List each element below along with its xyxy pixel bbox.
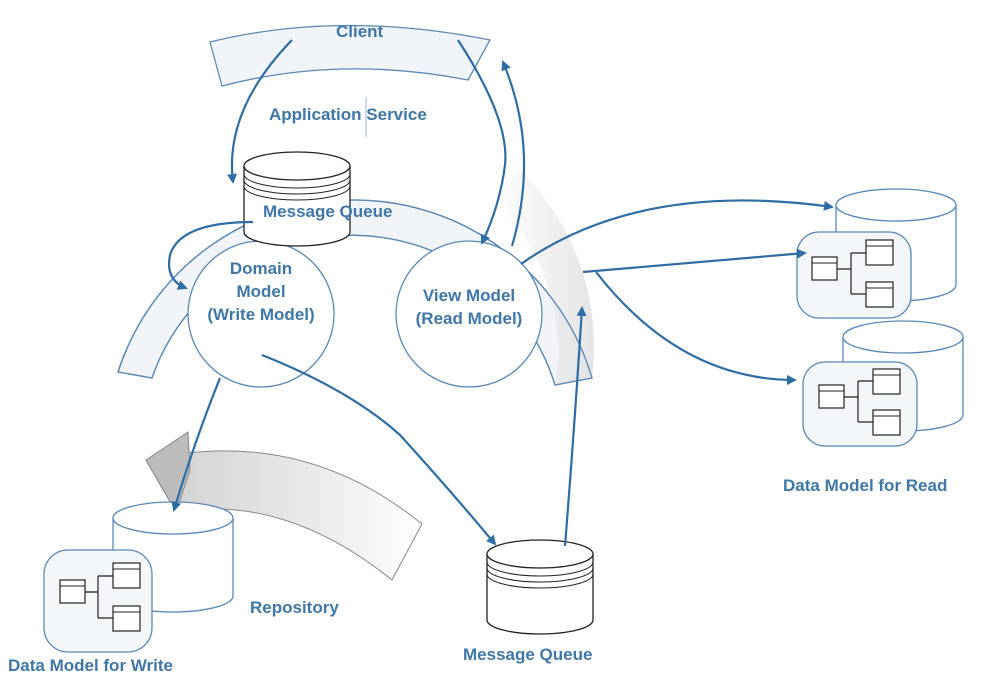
message-queue-bottom-label: Message Queue — [463, 645, 593, 664]
domain-model-label: Domain Model (Write Model) — [193, 257, 329, 326]
view-model-line-1: View Model — [422, 286, 516, 305]
message-queue-bottom-icon — [486, 539, 594, 635]
application-service-label: Application Service — [269, 105, 427, 124]
message-queue-top-icon — [243, 151, 351, 247]
arrow-to-read-upper-cyl — [520, 199, 834, 265]
arrow-viewmodel-to-client — [501, 60, 526, 247]
message-queue-top-label: Message Queue — [263, 202, 393, 221]
data-model-read-upper-icon — [796, 188, 957, 319]
arrow-domain-to-repository — [171, 377, 222, 512]
view-model-line-2: (Read Model) — [415, 309, 523, 328]
arrow-queue-to-domain — [168, 220, 254, 290]
data-model-write-icon — [43, 501, 234, 653]
client-band — [209, 24, 491, 87]
arrow-domain-to-queue — [261, 353, 497, 546]
arrow-to-read-upper-box — [582, 248, 807, 274]
arrow-client-to-queue — [227, 39, 293, 184]
repository-label: Repository — [250, 598, 339, 617]
domain-model-line-2: Model — [236, 282, 286, 301]
domain-model-line-1: Domain — [229, 259, 293, 278]
view-model-circle — [395, 240, 543, 388]
client-label: Client — [336, 22, 384, 41]
arrow-client-to-viewmodel — [457, 39, 507, 245]
flow-arrows — [168, 39, 834, 547]
data-model-write-label: Data Model for Write — [8, 656, 173, 675]
data-model-read-label: Data Model for Read — [783, 476, 948, 495]
domain-model-line-3: (Write Model) — [207, 305, 315, 324]
view-model-label: View Model (Read Model) — [398, 284, 540, 330]
arrow-queue-to-viewmodel — [563, 306, 587, 547]
arrow-to-read-lower-box — [595, 271, 797, 385]
data-model-read-lower-icon — [802, 320, 964, 447]
